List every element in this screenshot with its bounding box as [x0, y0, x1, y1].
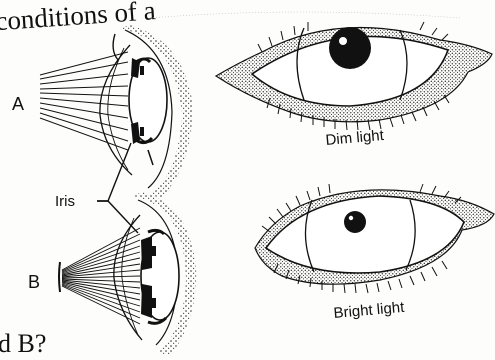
label-dim-light: Dim light — [325, 127, 385, 149]
eye-front-bright — [255, 184, 494, 293]
bright-eye-white — [266, 196, 464, 273]
eye-a-light-rays — [40, 52, 128, 150]
eye-b-side-view — [59, 192, 196, 356]
footer-text-fragment: d B? — [0, 329, 46, 358]
page-edge-line — [150, 12, 460, 18]
label-bright-light: Bright light — [333, 299, 406, 322]
iris-pointer-lines — [97, 143, 138, 233]
label-iris: Iris — [55, 193, 75, 210]
eye-b-iris-bottom — [141, 284, 152, 318]
label-eye-a: A — [12, 94, 24, 114]
eye-front-dim — [216, 22, 492, 130]
eye-b-iris-top — [141, 236, 152, 270]
eye-a-side-view — [40, 25, 192, 198]
bright-pupil — [344, 211, 366, 233]
label-eye-b: B — [28, 272, 40, 292]
dim-pupil — [329, 27, 371, 69]
